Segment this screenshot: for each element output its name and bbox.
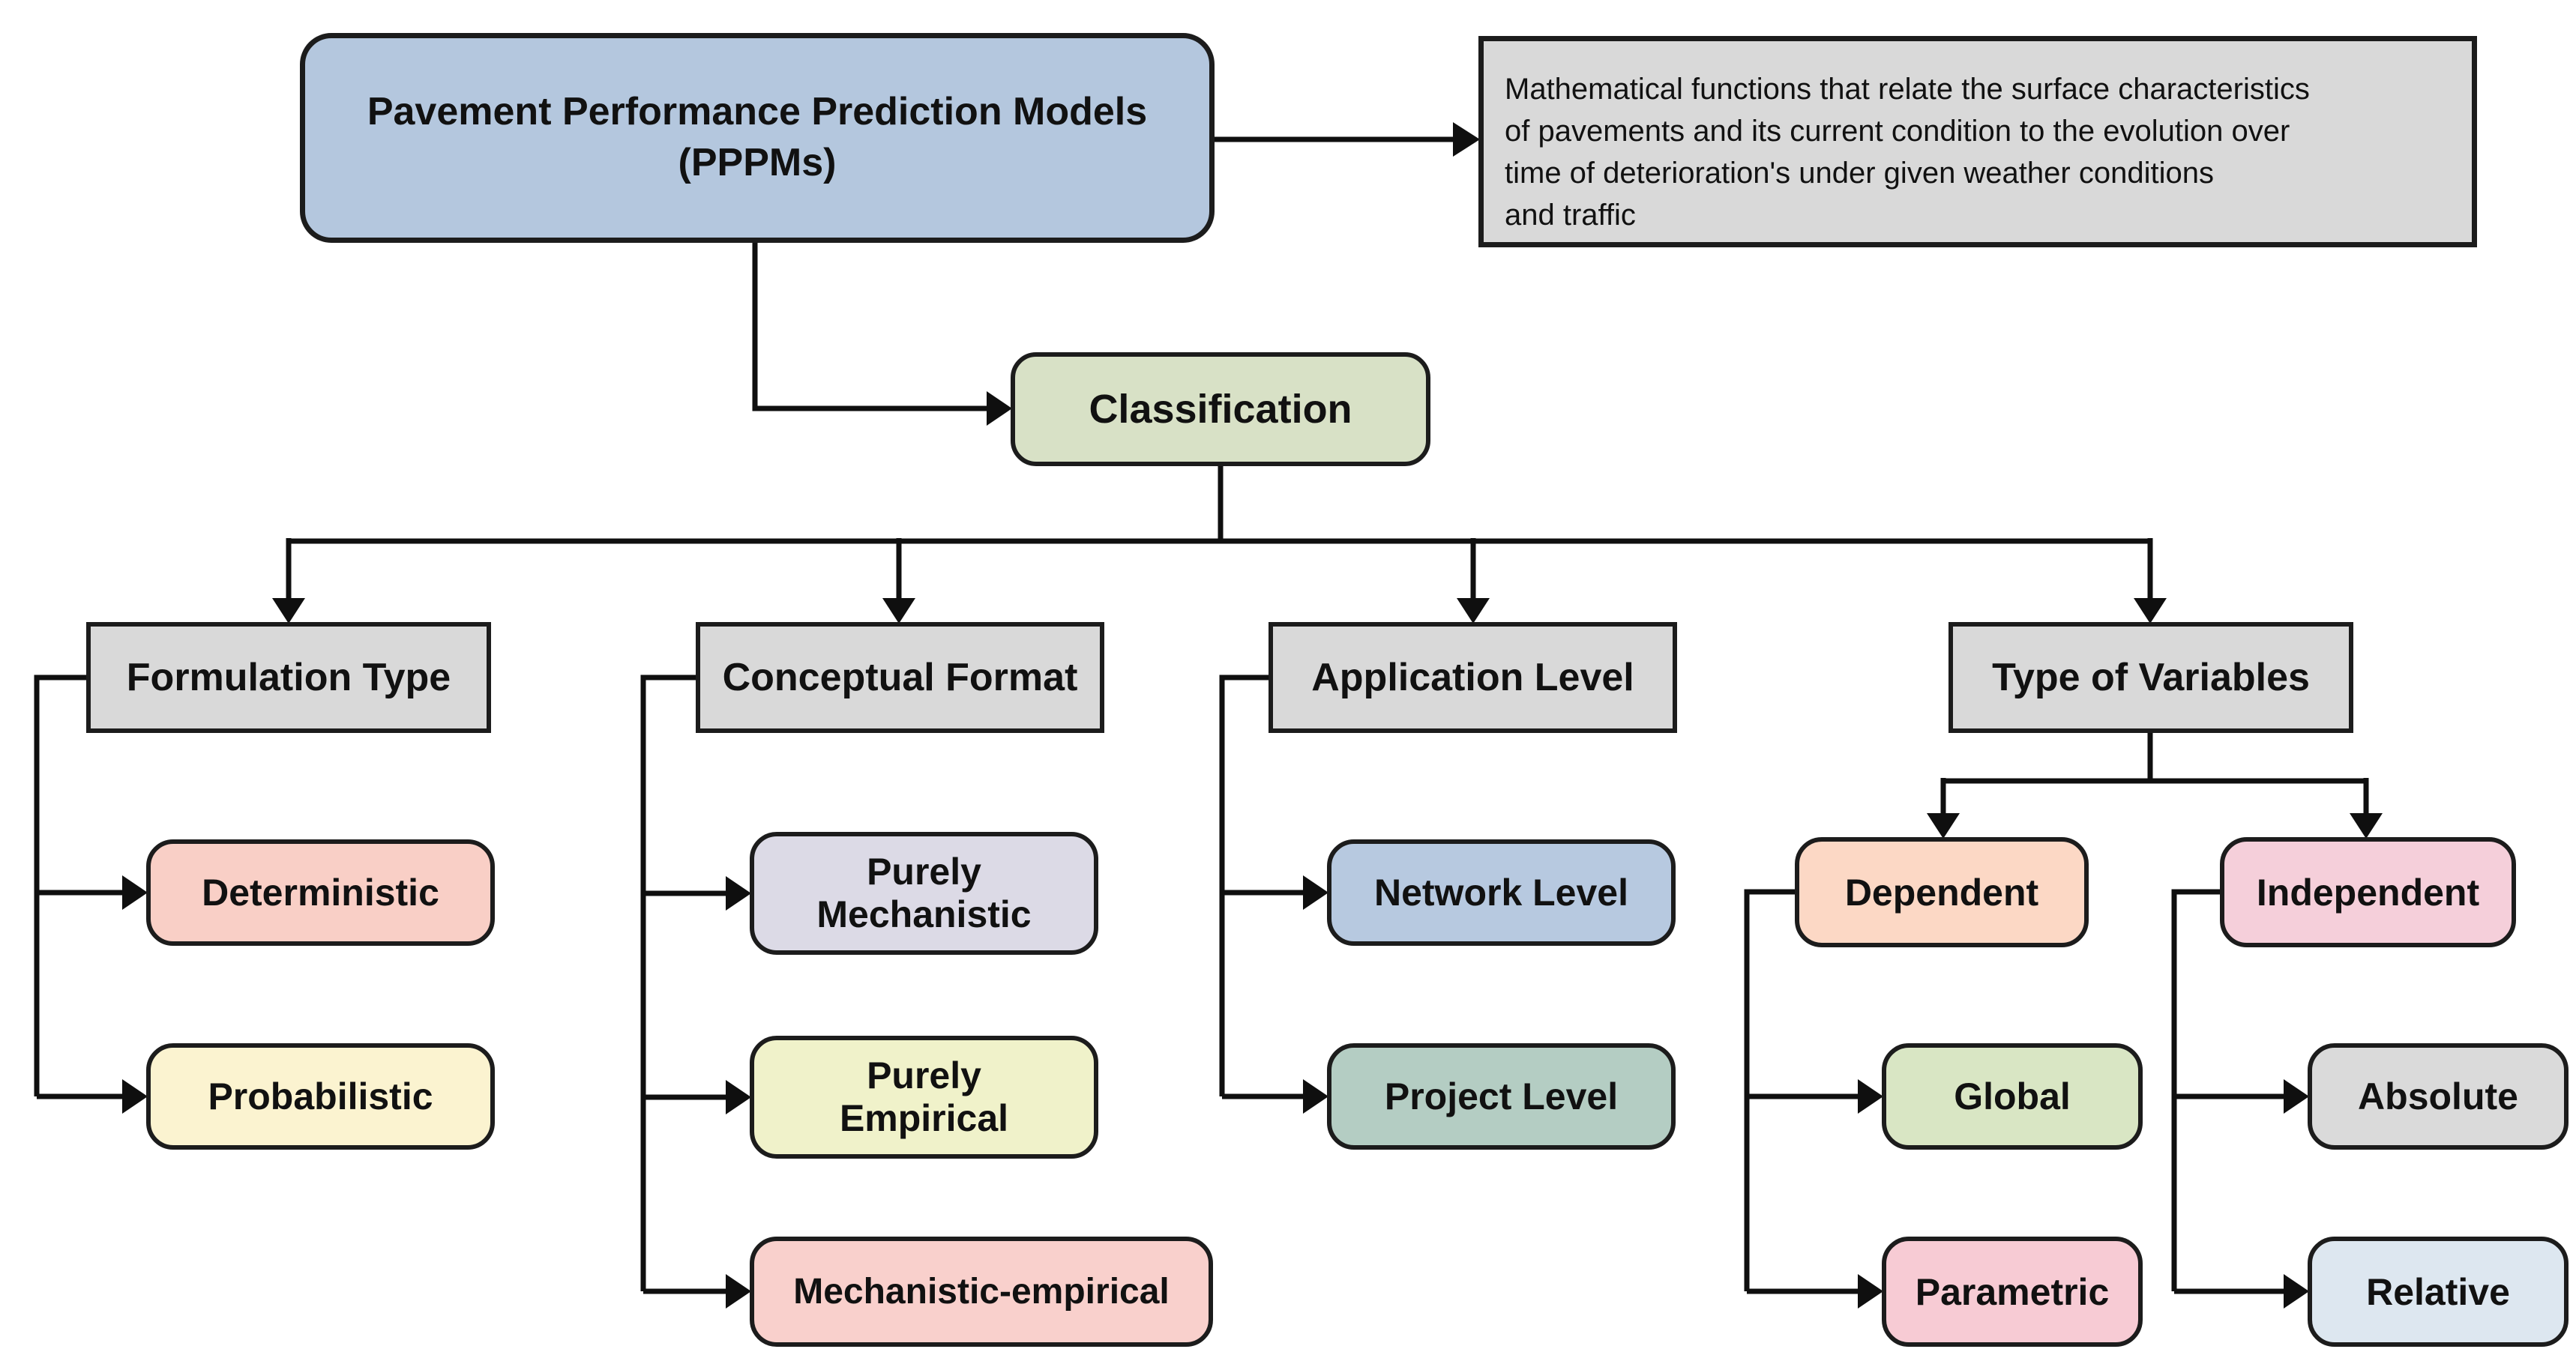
branch-dependent: Dependent	[1795, 837, 2089, 947]
edge-application-level-children	[1219, 675, 1328, 1114]
leaf-deterministic: Deterministic	[146, 839, 495, 946]
category-application-level: Application Level	[1269, 622, 1677, 733]
classification-node: Classification	[1011, 352, 1430, 466]
edge-formulation-type-children	[34, 675, 148, 1114]
category-conceptual-format: Conceptual Format	[696, 622, 1104, 733]
edge-conceptual-format-children	[640, 675, 751, 1309]
branch-independent: Independent	[2220, 837, 2516, 947]
edge-type-of-variables-split	[1927, 731, 2383, 839]
edge-independent-children	[2171, 889, 2309, 1309]
leaf-network-level: Network Level	[1327, 839, 1676, 946]
leaf-purely-mechanistic: Purely Mechanistic	[750, 832, 1098, 955]
definition-note: Mathematical functions that relate the s…	[1478, 36, 2477, 247]
edge-dependent-children	[1744, 889, 1883, 1309]
category-type-of-variables: Type of Variables	[1948, 622, 2353, 733]
leaf-probabilistic: Probabilistic	[146, 1043, 495, 1150]
leaf-project-level: Project Level	[1327, 1043, 1676, 1150]
leaf-parametric: Parametric	[1882, 1237, 2143, 1347]
edge-classification-to-categories	[272, 465, 2167, 624]
leaf-relative: Relative	[2308, 1237, 2569, 1347]
edge-root-to-definition	[1215, 122, 1480, 157]
edge-root-to-classification	[752, 241, 1012, 426]
leaf-absolute: Absolute	[2308, 1043, 2569, 1150]
root-node-pppms: Pavement Performance Prediction Models (…	[300, 33, 1215, 243]
leaf-global: Global	[1882, 1043, 2143, 1150]
leaf-mechanistic-empirical: Mechanistic-empirical	[750, 1237, 1213, 1347]
category-formulation-type: Formulation Type	[86, 622, 491, 733]
leaf-purely-empirical: Purely Empirical	[750, 1036, 1098, 1159]
